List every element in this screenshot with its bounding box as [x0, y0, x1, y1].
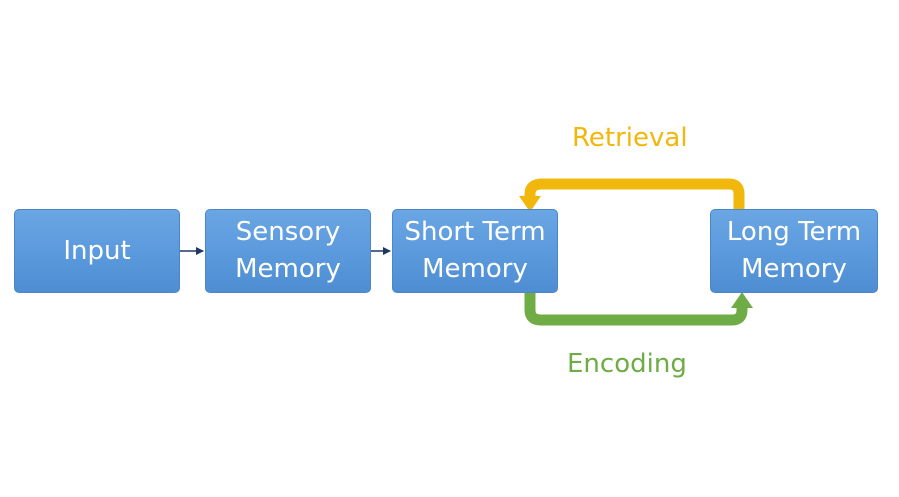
sensory-memory-box: Sensory Memory — [205, 209, 371, 293]
encoding-label: Encoding — [567, 349, 687, 379]
input-box: Input — [14, 209, 180, 293]
short-term-memory-box: Short Term Memory — [392, 209, 558, 293]
encoding-arrowhead — [731, 292, 753, 308]
retrieval-arrow — [524, 178, 745, 209]
retrieval-label: Retrieval — [572, 123, 688, 153]
long-term-memory-box: Long Term Memory — [710, 209, 878, 293]
encoding-arrow — [524, 293, 748, 326]
retrieval-arrowhead — [519, 196, 541, 212]
